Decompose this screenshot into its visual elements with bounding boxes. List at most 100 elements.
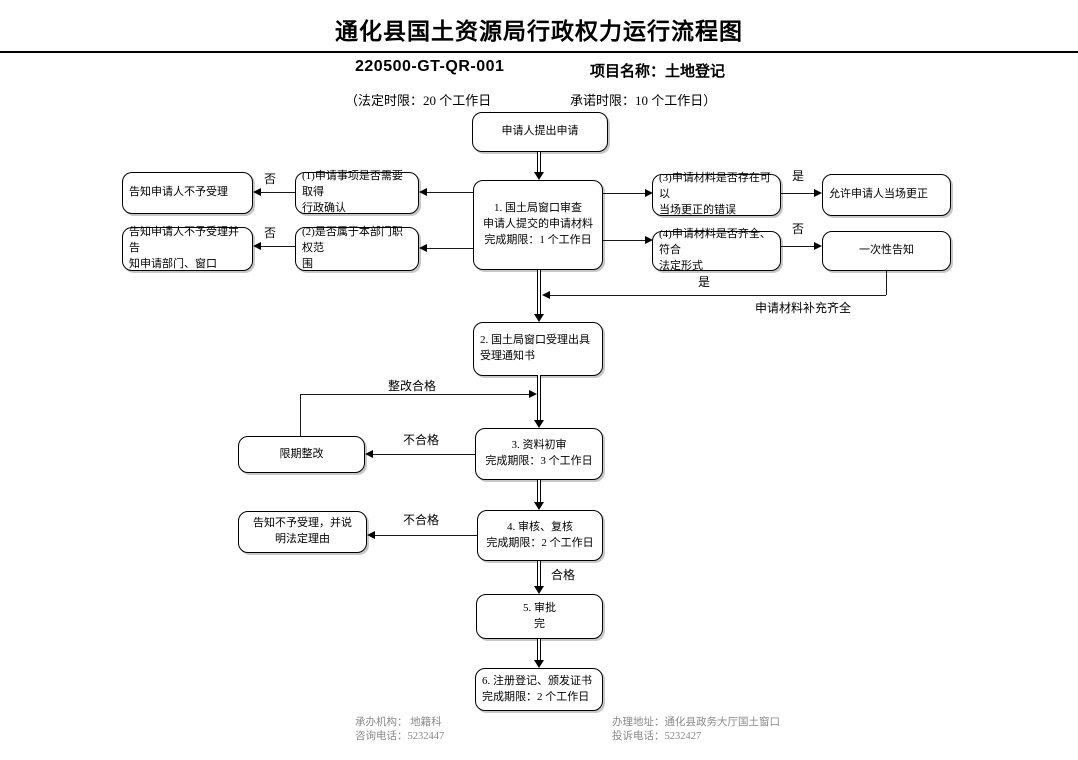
node-rectify-text: 限期整改 (279, 447, 324, 460)
node-start: 申请人提出申请 (472, 112, 608, 152)
edge-label-fail2: 不合格 (403, 513, 440, 527)
node-decision4-line1: (4)申请材料是否齐全、符合 (659, 228, 771, 257)
node-step2-line1: 2. 国土局窗口受理出具 (480, 334, 590, 347)
node-start-text: 申请人提出申请 (501, 125, 579, 138)
footer-consult-phone: 咨询电话：5232447 (355, 731, 445, 742)
header-divider (0, 51, 1078, 53)
arrowhead-rectify (365, 450, 373, 458)
arrowhead-step6 (534, 660, 544, 668)
node-step5: 5. 审批 完 (476, 594, 603, 639)
node-decision1: (1)申请事项是否需要取得 行政确认 (295, 170, 419, 214)
node-step1-line2: 申请人提交的申请材料 (483, 218, 593, 231)
edge-label-no2: 否 (264, 226, 277, 240)
arrowhead-step4 (534, 502, 544, 510)
arrowhead-outcome3 (814, 189, 822, 197)
arrowhead-step2 (534, 314, 544, 322)
footer-agency: 承办机构： 地籍科 (355, 717, 442, 728)
node-outcome2: 告知申请人不予受理并告 知申请部门、窗口 (122, 226, 253, 271)
footer-address: 办理地址：通化县政务大厅国土窗口 (612, 717, 780, 728)
node-outcome1: 告知申请人不予受理 (122, 172, 253, 214)
edge-label-fail1: 不合格 (403, 433, 440, 447)
arrowhead-decision2 (419, 244, 427, 252)
node-rectify: 限期整改 (238, 436, 365, 473)
promised-limit: 承诺时限：10 个工作日） (570, 93, 717, 108)
connector-step3-rectify (372, 454, 475, 455)
arrowhead-step1 (534, 172, 544, 180)
edge-label-pass: 合格 (551, 568, 576, 582)
node-decision4: (4)申请材料是否齐全、符合 法定形式 (652, 228, 781, 272)
connector-step1-decision4 (603, 240, 645, 241)
connector-supplement (550, 295, 886, 296)
edge-label-supplement: 申请材料补充齐全 (755, 301, 852, 315)
connector-step5-step6 (537, 639, 541, 660)
footer-left: 承办机构： 地籍科 咨询电话：5232447 (355, 716, 444, 744)
node-decision2: (2)是否属于本部门职权范 围 (295, 226, 419, 271)
arrowhead-step3 (534, 420, 544, 428)
connector-decision4-outcome4 (781, 246, 814, 247)
node-step6-line1: 6. 注册登记、颁发证书 (482, 674, 592, 687)
node-step2: 2. 国土局窗口受理出具 受理通知书 (473, 322, 603, 376)
edge-label-rectify-ok: 整改合格 (388, 379, 437, 393)
node-step5-line2: 完 (534, 617, 545, 630)
arrowhead-outcome1 (253, 188, 261, 196)
node-decision2-line1: (2)是否属于本部门职权范 (302, 226, 403, 255)
arrowhead-step5 (534, 586, 544, 594)
node-outcome2-line2: 知申请部门、窗口 (129, 257, 217, 270)
node-step3: 3. 资料初审 完成期限：3 个工作日 (475, 428, 603, 480)
node-step1-line3: 完成期限：1 个工作日 (484, 233, 592, 246)
node-reject: 告知不予受理，并说 明法定理由 (238, 511, 367, 553)
node-decision1-line2: 行政确认 (302, 201, 346, 214)
connector-step4-step5 (537, 561, 541, 586)
node-step2-line2: 受理通知书 (480, 350, 535, 362)
arrowhead-outcome4 (814, 242, 822, 250)
node-step3-line2: 完成期限：3 个工作日 (485, 455, 593, 467)
node-decision2-line2: 围 (302, 257, 313, 270)
node-step6: 6. 注册登记、颁发证书 完成期限：2 个工作日 (475, 668, 603, 711)
arrowhead-rectify-return (529, 390, 537, 398)
connector-step4-reject (374, 535, 477, 536)
arrowhead-decision3 (645, 189, 653, 197)
node-step1: 1. 国土局窗口审查 申请人提交的申请材料 完成期限：1 个工作日 (473, 180, 603, 270)
node-outcome3-text: 允许申请人当场更正 (829, 188, 928, 201)
connector-step1-decision2 (426, 248, 473, 249)
connector-step3-step4 (537, 480, 541, 502)
edge-label-yes3: 是 (792, 169, 805, 183)
edge-label-yes4: 是 (698, 275, 711, 289)
project-name: 项目名称：土地登记 (590, 64, 726, 80)
connector-step1-decision3 (603, 193, 645, 194)
arrowhead-decision4 (645, 236, 653, 244)
node-decision4-line2: 法定形式 (659, 259, 703, 272)
connector-step2-step3 (537, 375, 541, 420)
node-outcome4-text: 一次性告知 (859, 244, 914, 257)
node-step4: 4. 审核、复核 完成期限：2 个工作日 (477, 510, 603, 561)
arrowhead-supplement (542, 291, 550, 299)
node-decision1-line1: (1)申请事项是否需要取得 (302, 170, 403, 199)
connector-step1-decision1 (426, 192, 473, 193)
arrowhead-reject (367, 531, 375, 539)
edge-label-no1: 否 (264, 172, 277, 186)
node-outcome3: 允许申请人当场更正 (822, 174, 951, 216)
connector-start-step1 (537, 152, 541, 173)
page-title: 通化县国土资源局行政权力运行流程图 (335, 18, 743, 44)
connector-rectify-up (300, 394, 301, 436)
connector-rectify-return (300, 394, 529, 395)
node-step3-line1: 3. 资料初审 (511, 439, 567, 452)
node-decision3-line1: (3)申请材料是否存在可以 (659, 172, 771, 201)
footer-complaint-phone: 投诉电话：5232427 (612, 731, 702, 742)
node-outcome4: 一次性告知 (822, 231, 951, 271)
connector-step1-step2 (537, 270, 541, 314)
node-step4-line2: 完成期限：2 个工作日 (486, 536, 594, 549)
connector-outcome4-down (886, 271, 887, 295)
node-step4-line1: 4. 审核、复核 (507, 520, 573, 533)
node-step6-line2: 完成期限：2 个工作日 (482, 690, 590, 703)
node-outcome1-text: 告知申请人不予受理 (129, 186, 228, 199)
node-decision3: (3)申请材料是否存在可以 当场更正的错误 (652, 172, 781, 216)
node-reject-line2: 明法定理由 (275, 533, 330, 545)
node-step5-line1: 5. 审批 (523, 601, 556, 614)
arrowhead-outcome2 (253, 242, 261, 250)
document-code: 220500-GT-QR-001 (355, 58, 505, 75)
node-reject-line1: 告知不予受理，并说 (253, 517, 352, 530)
statutory-limit: （法定时限：20 个工作日 (345, 93, 492, 108)
node-outcome2-line1: 告知申请人不予受理并告 (129, 226, 239, 255)
